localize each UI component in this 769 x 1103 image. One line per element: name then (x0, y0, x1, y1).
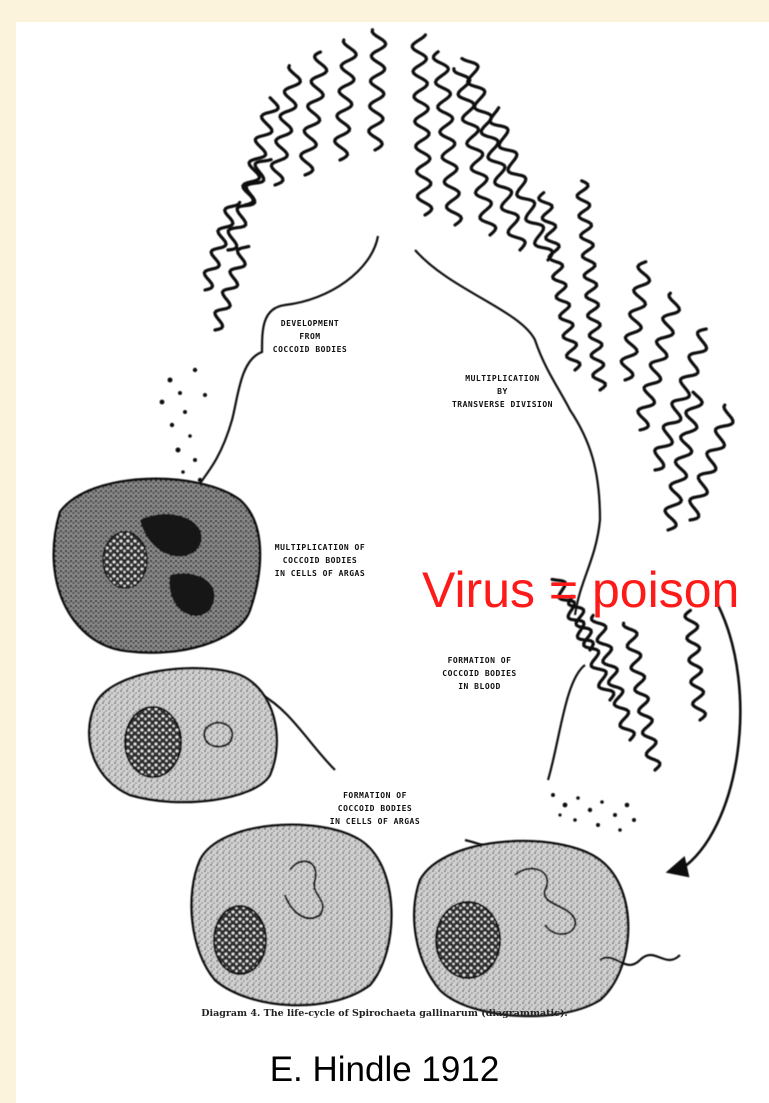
spirochete-6 (301, 52, 327, 175)
lower-right-line (548, 665, 585, 780)
arrow-curve (680, 605, 740, 870)
overlay-annotation: Virus = poison (422, 565, 739, 615)
spirochete-20 (690, 405, 733, 520)
spirochete-25 (685, 610, 705, 720)
spirochete-7 (335, 40, 357, 160)
label-multiplication-coccoid-bodies: MULTIPLICATION OF COCCOID BODIES IN CELL… (245, 542, 395, 580)
label-formation-in-blood: FORMATION OF COCCOID BODIES IN BLOOD (422, 655, 537, 693)
spirochete-14 (539, 193, 580, 370)
spirochete-23 (592, 615, 635, 740)
left-branch-line (195, 236, 378, 490)
spirochete-13 (490, 108, 552, 260)
cell-dark (54, 479, 260, 653)
spirochete-15 (577, 181, 605, 390)
spirochete-24 (624, 623, 660, 770)
cell-left-middle (89, 668, 277, 802)
author-credit: E. Hindle 1912 (0, 1050, 769, 1090)
label-formation-in-cells: FORMATION OF COCCOID BODIES IN CELLS OF … (300, 790, 450, 828)
label-development-from-coccoid-bodies: DEVELOPMENT FROM COCCOID BODIES (250, 318, 370, 356)
spirochete-16 (621, 262, 649, 380)
spirochete-1 (215, 247, 249, 331)
spirochete-9 (412, 35, 432, 215)
right-branch-line (415, 250, 600, 615)
diagram-caption: Diagram 4. The life-cycle of Spirochaeta… (0, 1008, 769, 1019)
spirochete-10 (434, 52, 462, 225)
label-multiplication-transverse-division: MULTIPLICATION BY TRANSVERSE DIVISION (430, 373, 575, 411)
spirochete-5 (271, 66, 300, 185)
arrow-head (668, 858, 688, 876)
spirochete-8 (369, 30, 386, 150)
